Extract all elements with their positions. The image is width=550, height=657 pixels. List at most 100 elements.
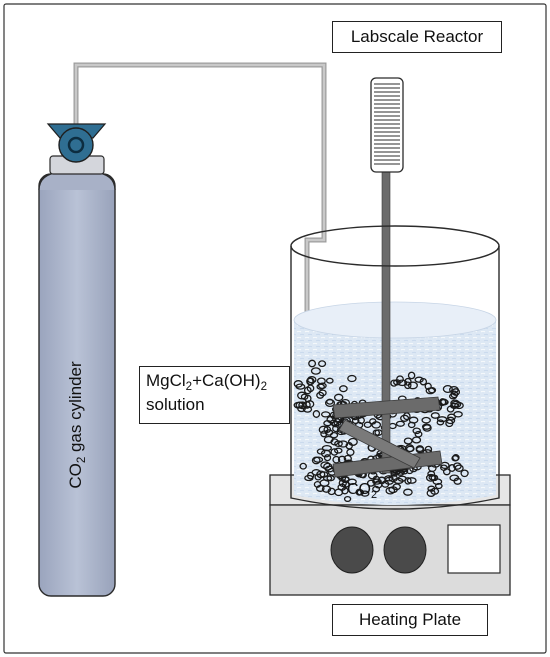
gas-bubble bbox=[448, 393, 458, 400]
gas-bubble bbox=[360, 490, 370, 497]
gas-bubble bbox=[427, 485, 436, 492]
gas-bubble bbox=[323, 426, 332, 433]
gas-bubble bbox=[329, 431, 339, 439]
gas-bubble bbox=[400, 414, 410, 422]
labscale-reactor-label: Labscale Reactor bbox=[332, 21, 502, 53]
gas-bubble bbox=[449, 385, 459, 394]
gas-bubble bbox=[347, 478, 357, 486]
gas-bubble bbox=[304, 474, 314, 482]
gas-bubble bbox=[383, 475, 394, 482]
gas-bubble bbox=[397, 475, 407, 482]
gas-bubble bbox=[293, 380, 303, 388]
gas-bubble bbox=[305, 400, 315, 409]
gas-bubble bbox=[406, 477, 417, 484]
gas-bubble bbox=[430, 474, 439, 482]
liquid-surface bbox=[293, 301, 497, 339]
gas-bubble bbox=[337, 440, 349, 448]
stirrer-blade-upper bbox=[332, 396, 441, 419]
gas-bubble bbox=[310, 367, 321, 375]
gas-bubble bbox=[405, 445, 415, 453]
gas-bubble bbox=[424, 382, 432, 390]
gas-bubble bbox=[454, 464, 464, 472]
gas-bubble bbox=[412, 427, 421, 435]
heating-knob-1 bbox=[330, 526, 374, 574]
gas-bubble bbox=[333, 393, 344, 402]
gas-bubble bbox=[303, 386, 312, 395]
gas-bubble bbox=[388, 486, 398, 494]
gas-bubble bbox=[313, 480, 322, 488]
gas-bubble bbox=[334, 447, 343, 454]
gas-bubble bbox=[407, 381, 418, 390]
solution-label: MgCl2+Ca(OH)2 solution bbox=[139, 366, 290, 424]
motor-grip-lines bbox=[374, 83, 400, 165]
stirrer-blade-cross bbox=[338, 419, 421, 469]
gas-bubble bbox=[407, 371, 416, 380]
gas-bubble bbox=[332, 455, 341, 464]
cylinder-shoulder bbox=[38, 171, 116, 191]
gas-bubble bbox=[390, 379, 398, 387]
gas-bubble bbox=[415, 446, 425, 454]
gas-bubble bbox=[325, 377, 334, 384]
solution-formula: MgCl2+Ca(OH)2 bbox=[146, 371, 267, 394]
gas-bubble bbox=[322, 475, 333, 482]
gas-bubble bbox=[460, 469, 469, 478]
gas-bubble bbox=[318, 425, 329, 434]
gas-bubble bbox=[438, 398, 447, 407]
gas-bubble bbox=[320, 449, 331, 458]
gas-bubble bbox=[396, 375, 404, 384]
gas-bubble bbox=[343, 495, 352, 503]
gas-bubble bbox=[316, 391, 325, 399]
gas-bubble bbox=[320, 411, 331, 418]
gas-bubble bbox=[297, 391, 307, 400]
beaker-walls bbox=[290, 246, 500, 510]
gas-bubble bbox=[299, 462, 307, 470]
gas-bubble bbox=[451, 400, 462, 408]
gas-bubble bbox=[449, 474, 460, 482]
gas-bubble bbox=[351, 417, 360, 425]
gas-bubble bbox=[414, 430, 423, 438]
gas-bubble bbox=[395, 469, 405, 476]
heating-knob-2 bbox=[383, 526, 427, 574]
gas-bubble bbox=[306, 377, 314, 386]
gas-bubble bbox=[323, 454, 332, 462]
stirrer-shaft bbox=[381, 167, 391, 474]
gas-bubble bbox=[343, 454, 352, 463]
gas-bubble bbox=[341, 487, 349, 495]
gas-pipe-highlight bbox=[74, 63, 326, 468]
gas-bubble bbox=[363, 421, 372, 429]
gas-bubble bbox=[447, 413, 456, 421]
gas-bubble bbox=[372, 485, 381, 493]
gas-bubble bbox=[403, 488, 413, 496]
gas-bubble bbox=[293, 401, 304, 409]
gas-bubble bbox=[347, 437, 358, 446]
gas-bubble bbox=[421, 423, 432, 430]
gas-bubble bbox=[346, 448, 355, 457]
gas-bubble bbox=[339, 385, 348, 393]
gas-bubble bbox=[323, 420, 332, 427]
heating-plate-label: Heating Plate bbox=[332, 604, 488, 636]
gas-bubble bbox=[430, 412, 440, 419]
gas-bubble bbox=[372, 478, 382, 485]
gas-bubble bbox=[445, 416, 456, 425]
gas-bubble bbox=[313, 456, 324, 463]
gas-bubble bbox=[326, 398, 334, 405]
gas-bubble bbox=[316, 383, 325, 390]
gas-bubble bbox=[421, 416, 431, 424]
gas-bubble bbox=[321, 485, 332, 493]
gas-bubble bbox=[356, 489, 365, 496]
gas-bubble bbox=[318, 360, 327, 368]
gas-bubble bbox=[440, 461, 450, 470]
gas-bubble bbox=[308, 359, 317, 368]
gas-bubble bbox=[453, 462, 462, 470]
gas-bubble bbox=[451, 455, 460, 462]
gas-bubble bbox=[384, 476, 395, 485]
heating-display bbox=[447, 524, 501, 574]
gas-bubble bbox=[395, 420, 405, 427]
gas-bubble bbox=[334, 440, 343, 448]
gas-bubble bbox=[425, 473, 436, 482]
gas-bubble bbox=[357, 416, 365, 425]
co2-bubbles-label: CO2 bbox=[347, 481, 378, 501]
gas-bubble bbox=[426, 489, 436, 497]
solution-word: solution bbox=[146, 395, 205, 414]
